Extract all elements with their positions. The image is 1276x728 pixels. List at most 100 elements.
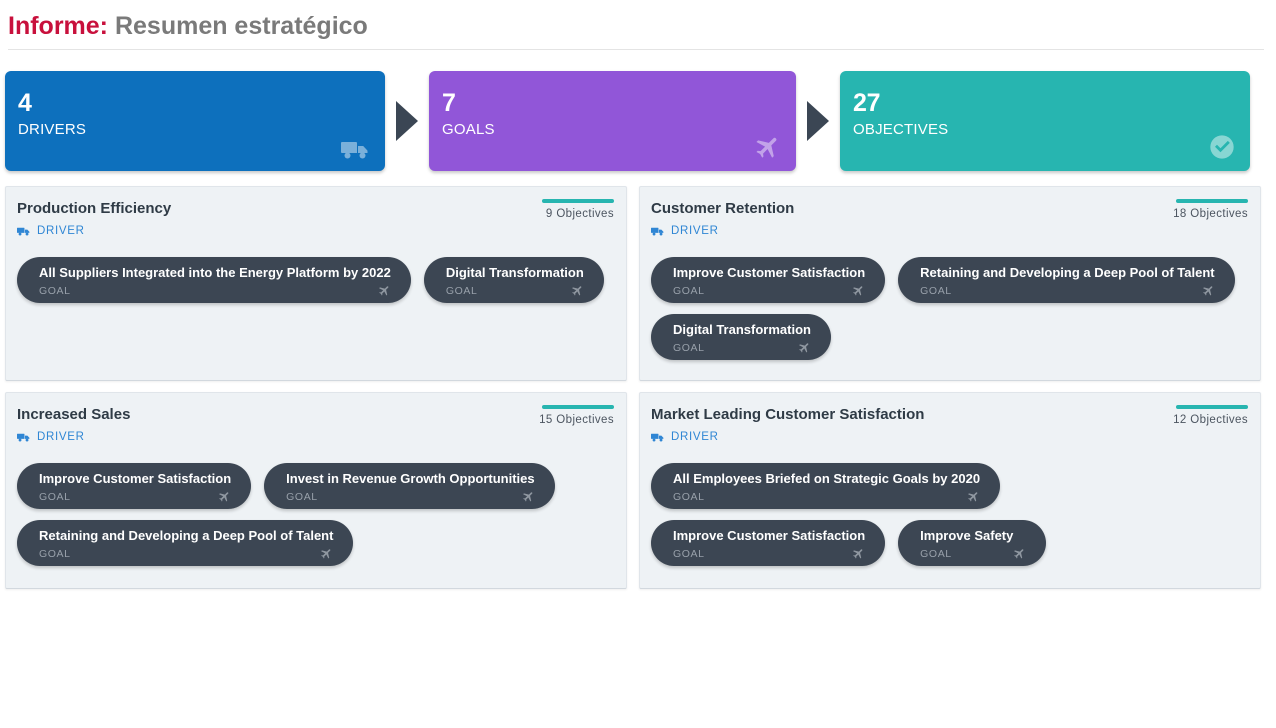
goal-pill[interactable]: Digital Transformation GOAL <box>651 314 831 360</box>
kpi-label-objectives: OBJECTIVES <box>853 121 949 138</box>
driver-title: Market Leading Customer Satisfaction <box>651 406 925 423</box>
page-title-prefix: Informe: <box>8 12 108 40</box>
driver-meta-label: DRIVER <box>37 431 85 443</box>
airplane-icon <box>218 490 231 503</box>
goal-list: Improve Customer Satisfaction GOAL Inves… <box>17 463 612 566</box>
airplane-icon <box>754 133 782 161</box>
goal-title: Invest in Revenue Growth Opportunities <box>286 471 535 486</box>
page-title-main: Resumen estratégico <box>114 12 368 40</box>
kpi-value-drivers: 4 <box>18 89 32 117</box>
airplane-icon <box>967 490 980 503</box>
goal-type-label: GOAL <box>673 341 705 354</box>
kpi-value-goals: 7 <box>442 89 456 117</box>
goal-title: Improve Customer Satisfaction <box>39 471 232 486</box>
kpi-card-drivers[interactable]: 4 DRIVERS <box>5 71 385 171</box>
goal-pill[interactable]: Invest in Revenue Growth Opportunities G… <box>264 463 555 509</box>
kpi-arrow-1 <box>385 101 429 141</box>
goal-type-label: GOAL <box>673 547 705 560</box>
objectives-count-badge: 15 Objectives <box>539 405 614 426</box>
airplane-icon <box>852 547 865 560</box>
driver-card-market-leading-customer-satisfaction[interactable]: Market Leading Customer Satisfaction DRI… <box>639 392 1261 589</box>
driver-meta: DRIVER <box>17 429 612 445</box>
kpi-arrow-2 <box>796 101 840 141</box>
goal-pill[interactable]: Improve Customer Satisfaction GOAL <box>17 463 252 509</box>
goal-type-label: GOAL <box>39 547 71 560</box>
check-circle-icon <box>1208 133 1236 161</box>
goal-type-label: GOAL <box>445 284 478 297</box>
goal-pill[interactable]: Improve Customer Satisfaction GOAL <box>651 520 886 566</box>
goal-pill[interactable]: Retaining and Developing a Deep Pool of … <box>898 257 1235 303</box>
driver-card-customer-retention[interactable]: Customer Retention DRIVER 18 Objectives … <box>639 186 1261 381</box>
goal-pill[interactable]: Retaining and Developing a Deep Pool of … <box>17 520 354 566</box>
kpi-label-goals: GOALS <box>442 121 495 138</box>
goal-type-label: GOAL <box>920 284 952 297</box>
goal-title: Retaining and Developing a Deep Pool of … <box>920 265 1215 280</box>
goal-title: All Employees Briefed on Strategic Goals… <box>673 471 981 486</box>
driver-title: Increased Sales <box>17 406 131 423</box>
goal-list: Improve Customer Satisfaction GOAL Retai… <box>651 257 1246 360</box>
kpi-card-goals[interactable]: 7 GOALS <box>429 71 796 171</box>
goal-type-label: GOAL <box>286 490 318 503</box>
page-header: Informe: Resumen estratégico <box>0 0 1276 48</box>
driver-card-production-efficiency[interactable]: Production Efficiency DRIVER 9 Objective… <box>5 186 627 381</box>
kpi-strip: 4 DRIVERS 7 GOALS 27 OBJECTIVES <box>0 50 1276 171</box>
goal-title: Digital Transformation <box>445 265 584 280</box>
goal-footer: GOAL <box>673 284 865 297</box>
truck-icon <box>651 226 665 237</box>
goal-type-label: GOAL <box>920 547 952 560</box>
objectives-count-text: 12 Objectives <box>1173 414 1248 426</box>
goal-type-label: GOAL <box>39 490 71 503</box>
goal-pill[interactable]: Digital Transformation GOAL <box>423 257 604 303</box>
kpi-label-drivers: DRIVERS <box>18 121 87 138</box>
goal-footer: GOAL <box>286 490 534 503</box>
airplane-icon <box>1202 284 1215 297</box>
goal-list: All Suppliers Integrated into the Energy… <box>17 257 612 303</box>
goal-footer: GOAL <box>920 284 1214 297</box>
driver-card-increased-sales[interactable]: Increased Sales DRIVER 15 Objectives Imp… <box>5 392 627 589</box>
goal-title: Retaining and Developing a Deep Pool of … <box>39 528 334 543</box>
objectives-count-text: 18 Objectives <box>1173 208 1248 220</box>
goal-title: Digital Transformation <box>673 322 811 337</box>
goal-footer: GOAL <box>446 284 584 297</box>
goal-footer: GOAL <box>920 547 1026 560</box>
accent-bar <box>1176 199 1248 203</box>
page-title: Informe: Resumen estratégico <box>8 8 1264 44</box>
objectives-count-badge: 12 Objectives <box>1173 405 1248 426</box>
driver-meta: DRIVER <box>17 223 612 239</box>
goal-type-label: GOAL <box>673 490 705 503</box>
driver-meta: DRIVER <box>651 223 1246 239</box>
driver-title: Production Efficiency <box>17 200 172 217</box>
truck-icon <box>651 432 665 443</box>
goal-pill[interactable]: Improve Safety GOAL <box>898 520 1047 566</box>
goal-footer: GOAL <box>673 547 865 560</box>
goal-title: Improve Customer Satisfaction <box>673 265 866 280</box>
objectives-count-text: 15 Objectives <box>539 414 614 426</box>
airplane-icon <box>798 341 811 354</box>
goal-pill[interactable]: All Employees Briefed on Strategic Goals… <box>651 463 1001 509</box>
goal-title: All Suppliers Integrated into the Energy… <box>39 265 391 280</box>
goal-pill[interactable]: All Suppliers Integrated into the Energy… <box>17 257 411 303</box>
goal-type-label: GOAL <box>39 284 71 297</box>
driver-title: Customer Retention <box>651 200 795 217</box>
accent-bar <box>1176 405 1248 409</box>
airplane-icon <box>1013 547 1026 560</box>
airplane-icon <box>320 547 333 560</box>
objectives-count-badge: 18 Objectives <box>1173 199 1248 220</box>
airplane-icon <box>378 284 391 297</box>
accent-bar <box>542 405 614 409</box>
goal-list: All Employees Briefed on Strategic Goals… <box>651 463 1246 566</box>
header-divider <box>8 49 1264 50</box>
driver-meta-label: DRIVER <box>671 225 719 237</box>
kpi-card-objectives[interactable]: 27 OBJECTIVES <box>840 71 1250 171</box>
airplane-icon <box>571 284 584 297</box>
objectives-count-badge: 9 Objectives <box>542 199 614 220</box>
kpi-value-objectives: 27 <box>853 89 881 117</box>
driver-meta: DRIVER <box>651 429 1246 445</box>
goal-footer: GOAL <box>39 547 333 560</box>
goal-pill[interactable]: Improve Customer Satisfaction GOAL <box>651 257 886 303</box>
airplane-icon <box>852 284 865 297</box>
driver-meta-label: DRIVER <box>671 431 719 443</box>
driver-meta-label: DRIVER <box>37 225 85 237</box>
truck-icon <box>17 432 31 443</box>
objectives-count-text: 9 Objectives <box>545 208 614 220</box>
